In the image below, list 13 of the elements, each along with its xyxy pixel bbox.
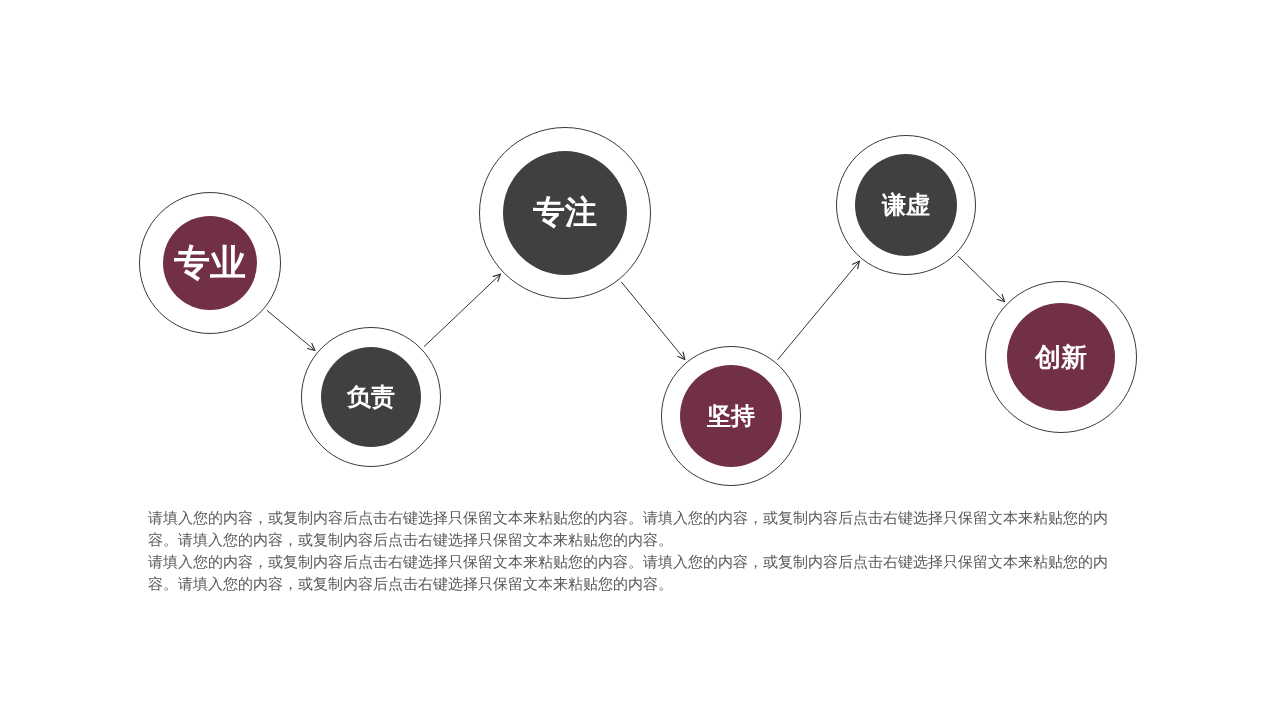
circle-node: 负责 xyxy=(301,327,441,467)
circle-node: 坚持 xyxy=(661,346,801,486)
arrow xyxy=(620,281,686,361)
arrow xyxy=(423,273,501,348)
body-text: 请填入您的内容，或复制内容后点击右键选择只保留文本来粘贴您的内容。请填入您的内容，或复制内容后点击右键选择只保留文本来粘贴您的内容。请填入您的内容，或复制内容后点击右键选择只保留文本来粘贴您的内容。 xyxy=(148,552,1109,594)
circle-node: 专业 xyxy=(139,192,281,334)
circle-node: 创新 xyxy=(985,281,1137,433)
body-text: 请填入您的内容，或复制内容后点击右键选择只保留文本来粘贴您的内容。请填入您的内容，或复制内容后点击右键选择只保留文本来粘贴您的内容。请填入您的内容，或复制内容后点击右键选择只保留文本来粘贴您的内容。 xyxy=(148,508,1109,550)
arrow xyxy=(266,309,316,351)
circle-node: 谦虚 xyxy=(836,135,976,275)
arrow xyxy=(777,260,860,361)
arrow xyxy=(957,255,1006,303)
circle-node: 专注 xyxy=(479,127,651,299)
